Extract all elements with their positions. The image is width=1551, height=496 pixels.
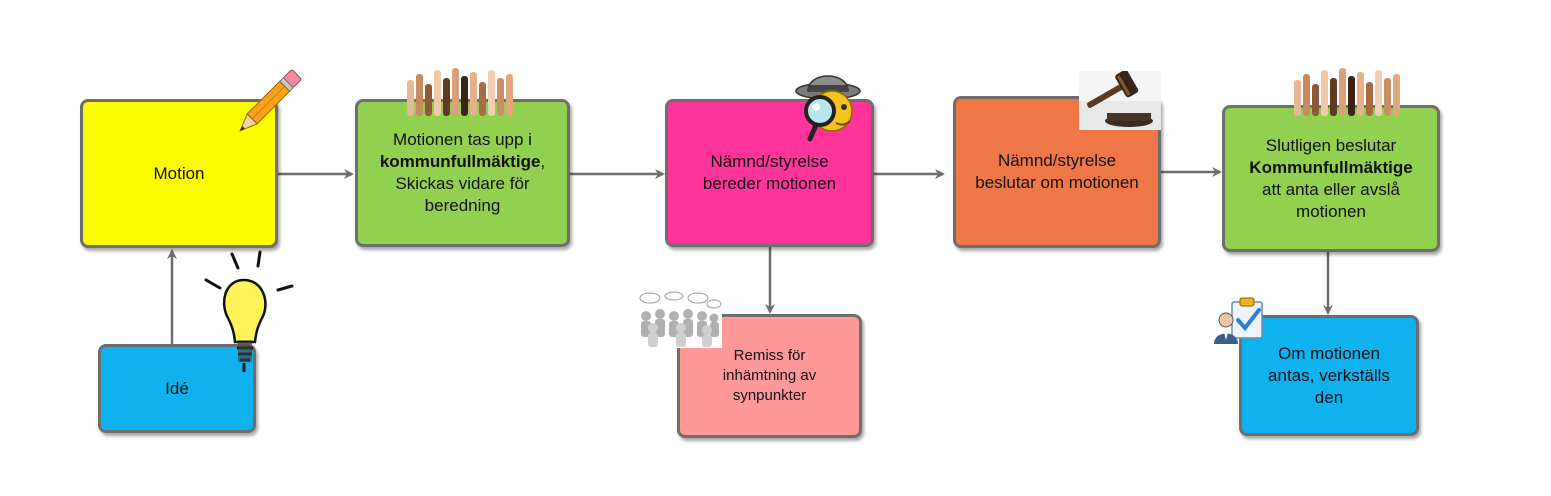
remiss-line3: synpunkter xyxy=(732,387,807,404)
pencil-icon xyxy=(239,69,302,132)
kf-line4: beredning xyxy=(424,196,501,215)
lightbulb-icon xyxy=(204,250,294,372)
verkstalls-line2: antas, verkställs xyxy=(1268,365,1390,385)
kf-bold: kommunfullmäktige xyxy=(379,152,541,171)
kf-line1: Motionen tas upp i xyxy=(393,130,532,149)
verkstalls-line3: den xyxy=(1314,387,1344,407)
checklist-user-icon xyxy=(1214,297,1263,344)
gavel-icon xyxy=(1079,71,1161,130)
remiss-line2: inhämtning av xyxy=(722,367,817,384)
slutligen-line3: att anta eller avslå xyxy=(1262,179,1400,199)
ide-label: Idé xyxy=(165,378,189,398)
detective-icon xyxy=(795,75,861,142)
verkstalls-line1: Om motionen xyxy=(1277,343,1381,363)
slutligen-box: Slutligen beslutar Kommunfullmäktige att… xyxy=(1222,105,1440,252)
motion-label: Motion xyxy=(153,163,205,183)
bereder-line2: bereder motionen xyxy=(702,174,837,193)
ide-box: Idé xyxy=(98,344,256,433)
raised-hands-icon-2 xyxy=(1294,68,1400,116)
raised-hands-icon xyxy=(407,68,513,116)
slutligen-line4: motionen xyxy=(1296,201,1366,221)
discussion-people-icon xyxy=(636,290,722,348)
kf-line3: Skickas vidare för xyxy=(395,174,530,193)
slutligen-line1: Slutligen beslutar xyxy=(1265,135,1397,155)
beslutar-line1: Nämnd/styrelse xyxy=(997,151,1117,170)
verkstalls-box: Om motionen antas, verkställs den xyxy=(1239,315,1419,436)
remiss-line1: Remiss för xyxy=(733,347,806,364)
kf-box: Motionen tas upp i kommunfullmäktige, Sk… xyxy=(355,99,570,247)
bereder-line1: Nämnd/styrelse xyxy=(710,152,829,171)
kf-suffix: , xyxy=(540,152,546,171)
beslutar-line2: beslutar om motionen xyxy=(975,173,1139,192)
slutligen-bold: Kommunfullmäktige xyxy=(1249,157,1413,177)
